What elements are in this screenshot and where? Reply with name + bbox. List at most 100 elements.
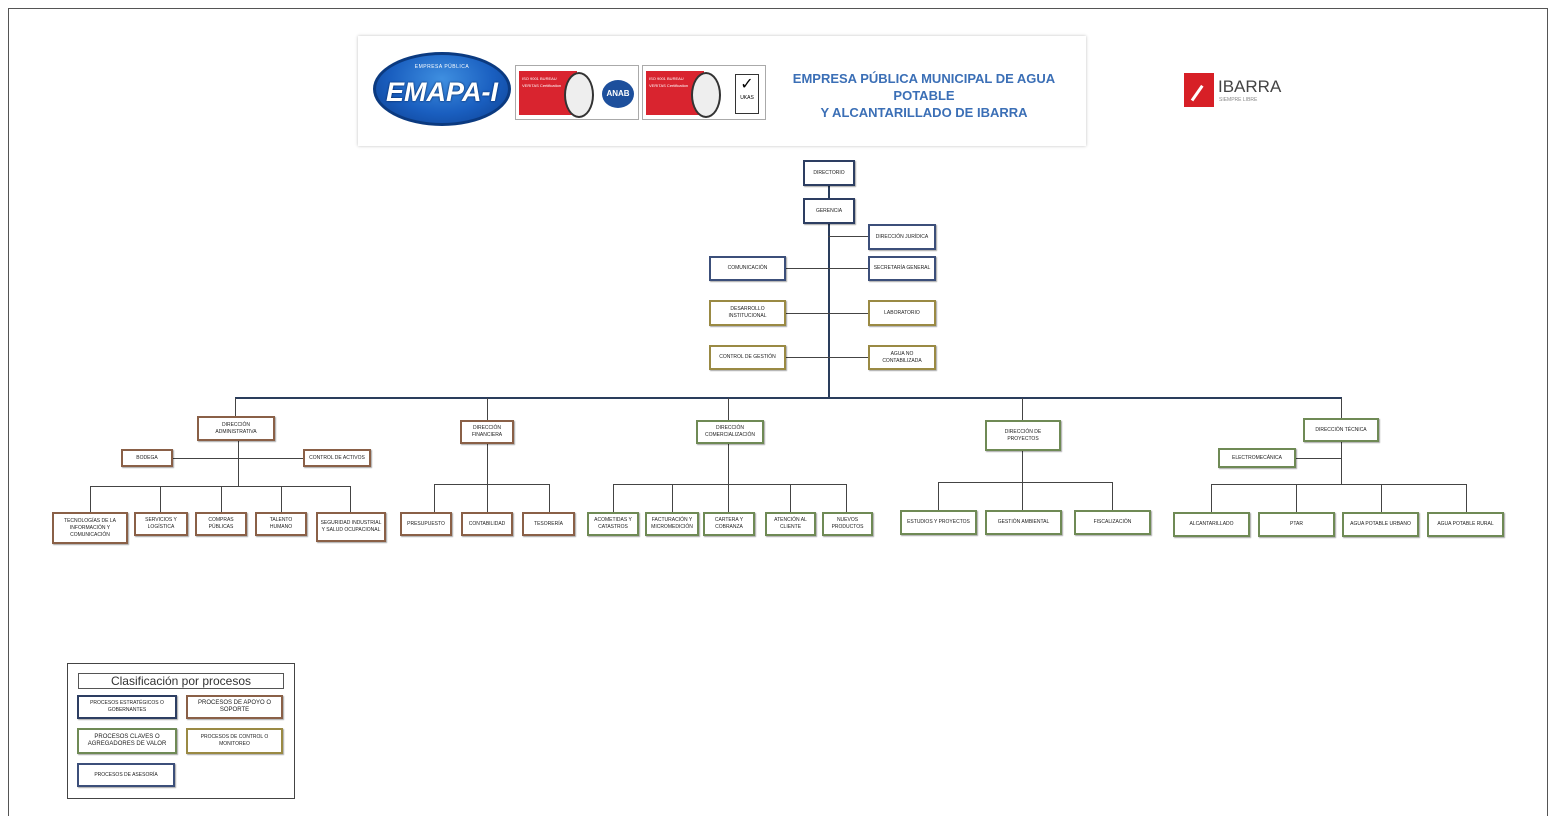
connector xyxy=(1112,482,1113,510)
connector xyxy=(160,486,161,512)
box-compras-publicas: COMPRAS PÚBLICAS xyxy=(195,512,247,536)
legend-value: PROCESOS CLAVES O AGREGADORES DE VALOR xyxy=(77,728,177,754)
company-title-line2: Y ALCANTARILLADO DE IBARRA xyxy=(820,105,1028,120)
connector xyxy=(786,313,868,314)
connector xyxy=(1341,442,1342,484)
connector xyxy=(281,486,282,512)
certification-badge-anab: ISO 9001 BUREAU VERITAS Certification AN… xyxy=(515,65,639,120)
connector xyxy=(1211,484,1212,512)
box-acometidas-catastros: ACOMETIDAS Y CATASTROS xyxy=(587,512,639,536)
box-directorio: DIRECTORIO xyxy=(803,160,855,186)
legend-control: PROCESOS DE CONTROL O MONITOREO xyxy=(186,728,283,754)
box-direccion-administrativa: DIRECCIÓN ADMINISTRATIVA xyxy=(197,416,275,441)
connector xyxy=(728,398,729,420)
emapa-logo-top-text: EMPRESA PÚBLICA xyxy=(414,64,470,70)
certification-badge-ukas: ISO 9001 BUREAU VERITAS Certification ✓ … xyxy=(642,65,766,120)
connector xyxy=(613,484,846,485)
box-fiscalizacion: FISCALIZACIÓN xyxy=(1074,510,1151,535)
connector xyxy=(350,486,351,512)
connector xyxy=(1341,398,1342,418)
connector xyxy=(1022,398,1023,420)
box-direccion-comercializacion: DIRECCIÓN COMERCIALIZACIÓN xyxy=(696,420,764,444)
box-agua-potable-rural: AGUA POTABLE RURAL xyxy=(1427,512,1504,537)
ukas-logo: ✓ UKAS xyxy=(735,74,759,114)
connector xyxy=(487,398,488,420)
box-contabilidad: CONTABILIDAD xyxy=(461,512,513,536)
box-laboratorio: LABORATORIO xyxy=(868,300,936,326)
box-servicios-logistica: SERVICIOS Y LOGÍSTICA xyxy=(134,512,188,536)
connector xyxy=(1022,451,1023,482)
box-alcantarillado: ALCANTARILLADO xyxy=(1173,512,1250,537)
box-seguridad-industrial: SEGURIDAD INDUSTRIAL Y SALUD OCUPACIONAL xyxy=(316,512,386,542)
box-tesoreria: TESORERÍA xyxy=(522,512,575,536)
check-icon: ✓ xyxy=(740,76,754,93)
connector xyxy=(786,357,868,358)
box-direccion-financiera: DIRECCIÓN FINANCIERA xyxy=(460,420,514,444)
connector xyxy=(172,458,304,459)
connector xyxy=(434,484,435,512)
connector xyxy=(828,236,868,237)
box-comunicacion: COMUNICACIÓN xyxy=(709,256,786,281)
box-tecnologias: TECNOLOGÍAS DE LA INFORMACIÓN Y COMUNICA… xyxy=(52,512,128,544)
connector xyxy=(221,486,222,512)
box-desarrollo-institucional: DESARROLLO INSTITUCIONAL xyxy=(709,300,786,326)
connector xyxy=(1296,484,1297,512)
bureau-veritas-seal-icon xyxy=(564,72,594,118)
box-control-activos: CONTROL DE ACTIVOS xyxy=(303,449,371,467)
ibarra-tagline: SIEMPRE LIBRE xyxy=(1219,97,1258,103)
emapa-logo: EMPRESA PÚBLICA EMAPA-I xyxy=(373,52,511,126)
connector xyxy=(786,268,868,269)
ibarra-mark-icon xyxy=(1184,73,1214,107)
connector xyxy=(1466,484,1467,512)
connector xyxy=(728,444,729,484)
emapa-logo-text: EMAPA-I xyxy=(386,77,498,107)
legend-strategic: PROCESOS ESTRATÉGICOS O GOBERNANTES xyxy=(77,695,177,719)
box-agua-potable-urbano: AGUA POTABLE URBANO xyxy=(1342,512,1419,537)
box-electromecanica: ELECTROMECÁNICA xyxy=(1218,448,1296,468)
box-direccion-proyectos: DIRECCIÓN DE PROYECTOS xyxy=(985,420,1061,451)
box-gerencia: GERENCIA xyxy=(803,198,855,224)
box-estudios-proyectos: ESTUDIOS Y PROYECTOS xyxy=(900,510,977,535)
ukas-label: UKAS xyxy=(740,95,754,101)
company-title-line1: EMPRESA PÚBLICA MUNICIPAL DE AGUA POTABL… xyxy=(792,71,1056,103)
connector xyxy=(1211,484,1466,485)
connector xyxy=(90,486,91,512)
connector xyxy=(487,444,488,484)
connector xyxy=(1296,458,1341,459)
box-talento-humano: TALENTO HUMANO xyxy=(255,512,307,536)
connector xyxy=(846,484,847,512)
connector xyxy=(90,486,350,487)
box-presupuesto: PRESUPUESTO xyxy=(400,512,452,536)
box-agua-no-contabilizada: AGUA NO CONTABILIZADA xyxy=(868,345,936,370)
legend-advice: PROCESOS DE ASESORÍA xyxy=(77,763,175,787)
legend-title: Clasificación por procesos xyxy=(78,673,284,689)
box-direccion-tecnica: DIRECCIÓN TÉCNICA xyxy=(1303,418,1379,442)
box-secretaria-general: SECRETARÍA GENERAL xyxy=(868,256,936,281)
company-title: EMPRESA PÚBLICA MUNICIPAL DE AGUA POTABL… xyxy=(770,70,1078,121)
box-direccion-juridica: DIRECCIÓN JURÍDICA xyxy=(868,224,936,250)
connector xyxy=(728,484,729,512)
connector xyxy=(938,482,1112,483)
connector xyxy=(1381,484,1382,512)
directions-bus-line xyxy=(235,397,1342,399)
connector xyxy=(613,484,614,512)
box-nuevos-productos: NUEVOS PRODUCTOS xyxy=(822,512,873,536)
connector xyxy=(1022,482,1023,510)
anab-logo: ANAB xyxy=(602,80,634,108)
connector xyxy=(672,484,673,512)
box-facturacion: FACTURACIÓN Y MICROMEDICIÓN xyxy=(645,512,699,536)
connector xyxy=(549,484,550,512)
connector xyxy=(487,484,488,512)
box-cartera-cobranza: CARTERA Y COBRANZA xyxy=(703,512,755,536)
box-gestion-ambiental: GESTIÓN AMBIENTAL xyxy=(985,510,1062,535)
ibarra-logo: IBARRA SIEMPRE LIBRE xyxy=(1184,73,1304,109)
ibarra-wordmark: IBARRA xyxy=(1218,77,1282,96)
connector xyxy=(235,398,236,418)
box-atencion-cliente: ATENCIÓN AL CLIENTE xyxy=(765,512,816,536)
box-ptar: PTAR xyxy=(1258,512,1335,537)
box-bodega: BODEGA xyxy=(121,449,173,467)
legend-support: PROCESOS DE APOYO O SOPORTE xyxy=(186,695,283,719)
connector xyxy=(434,484,550,485)
connector xyxy=(790,484,791,512)
bureau-veritas-seal-icon xyxy=(691,72,721,118)
